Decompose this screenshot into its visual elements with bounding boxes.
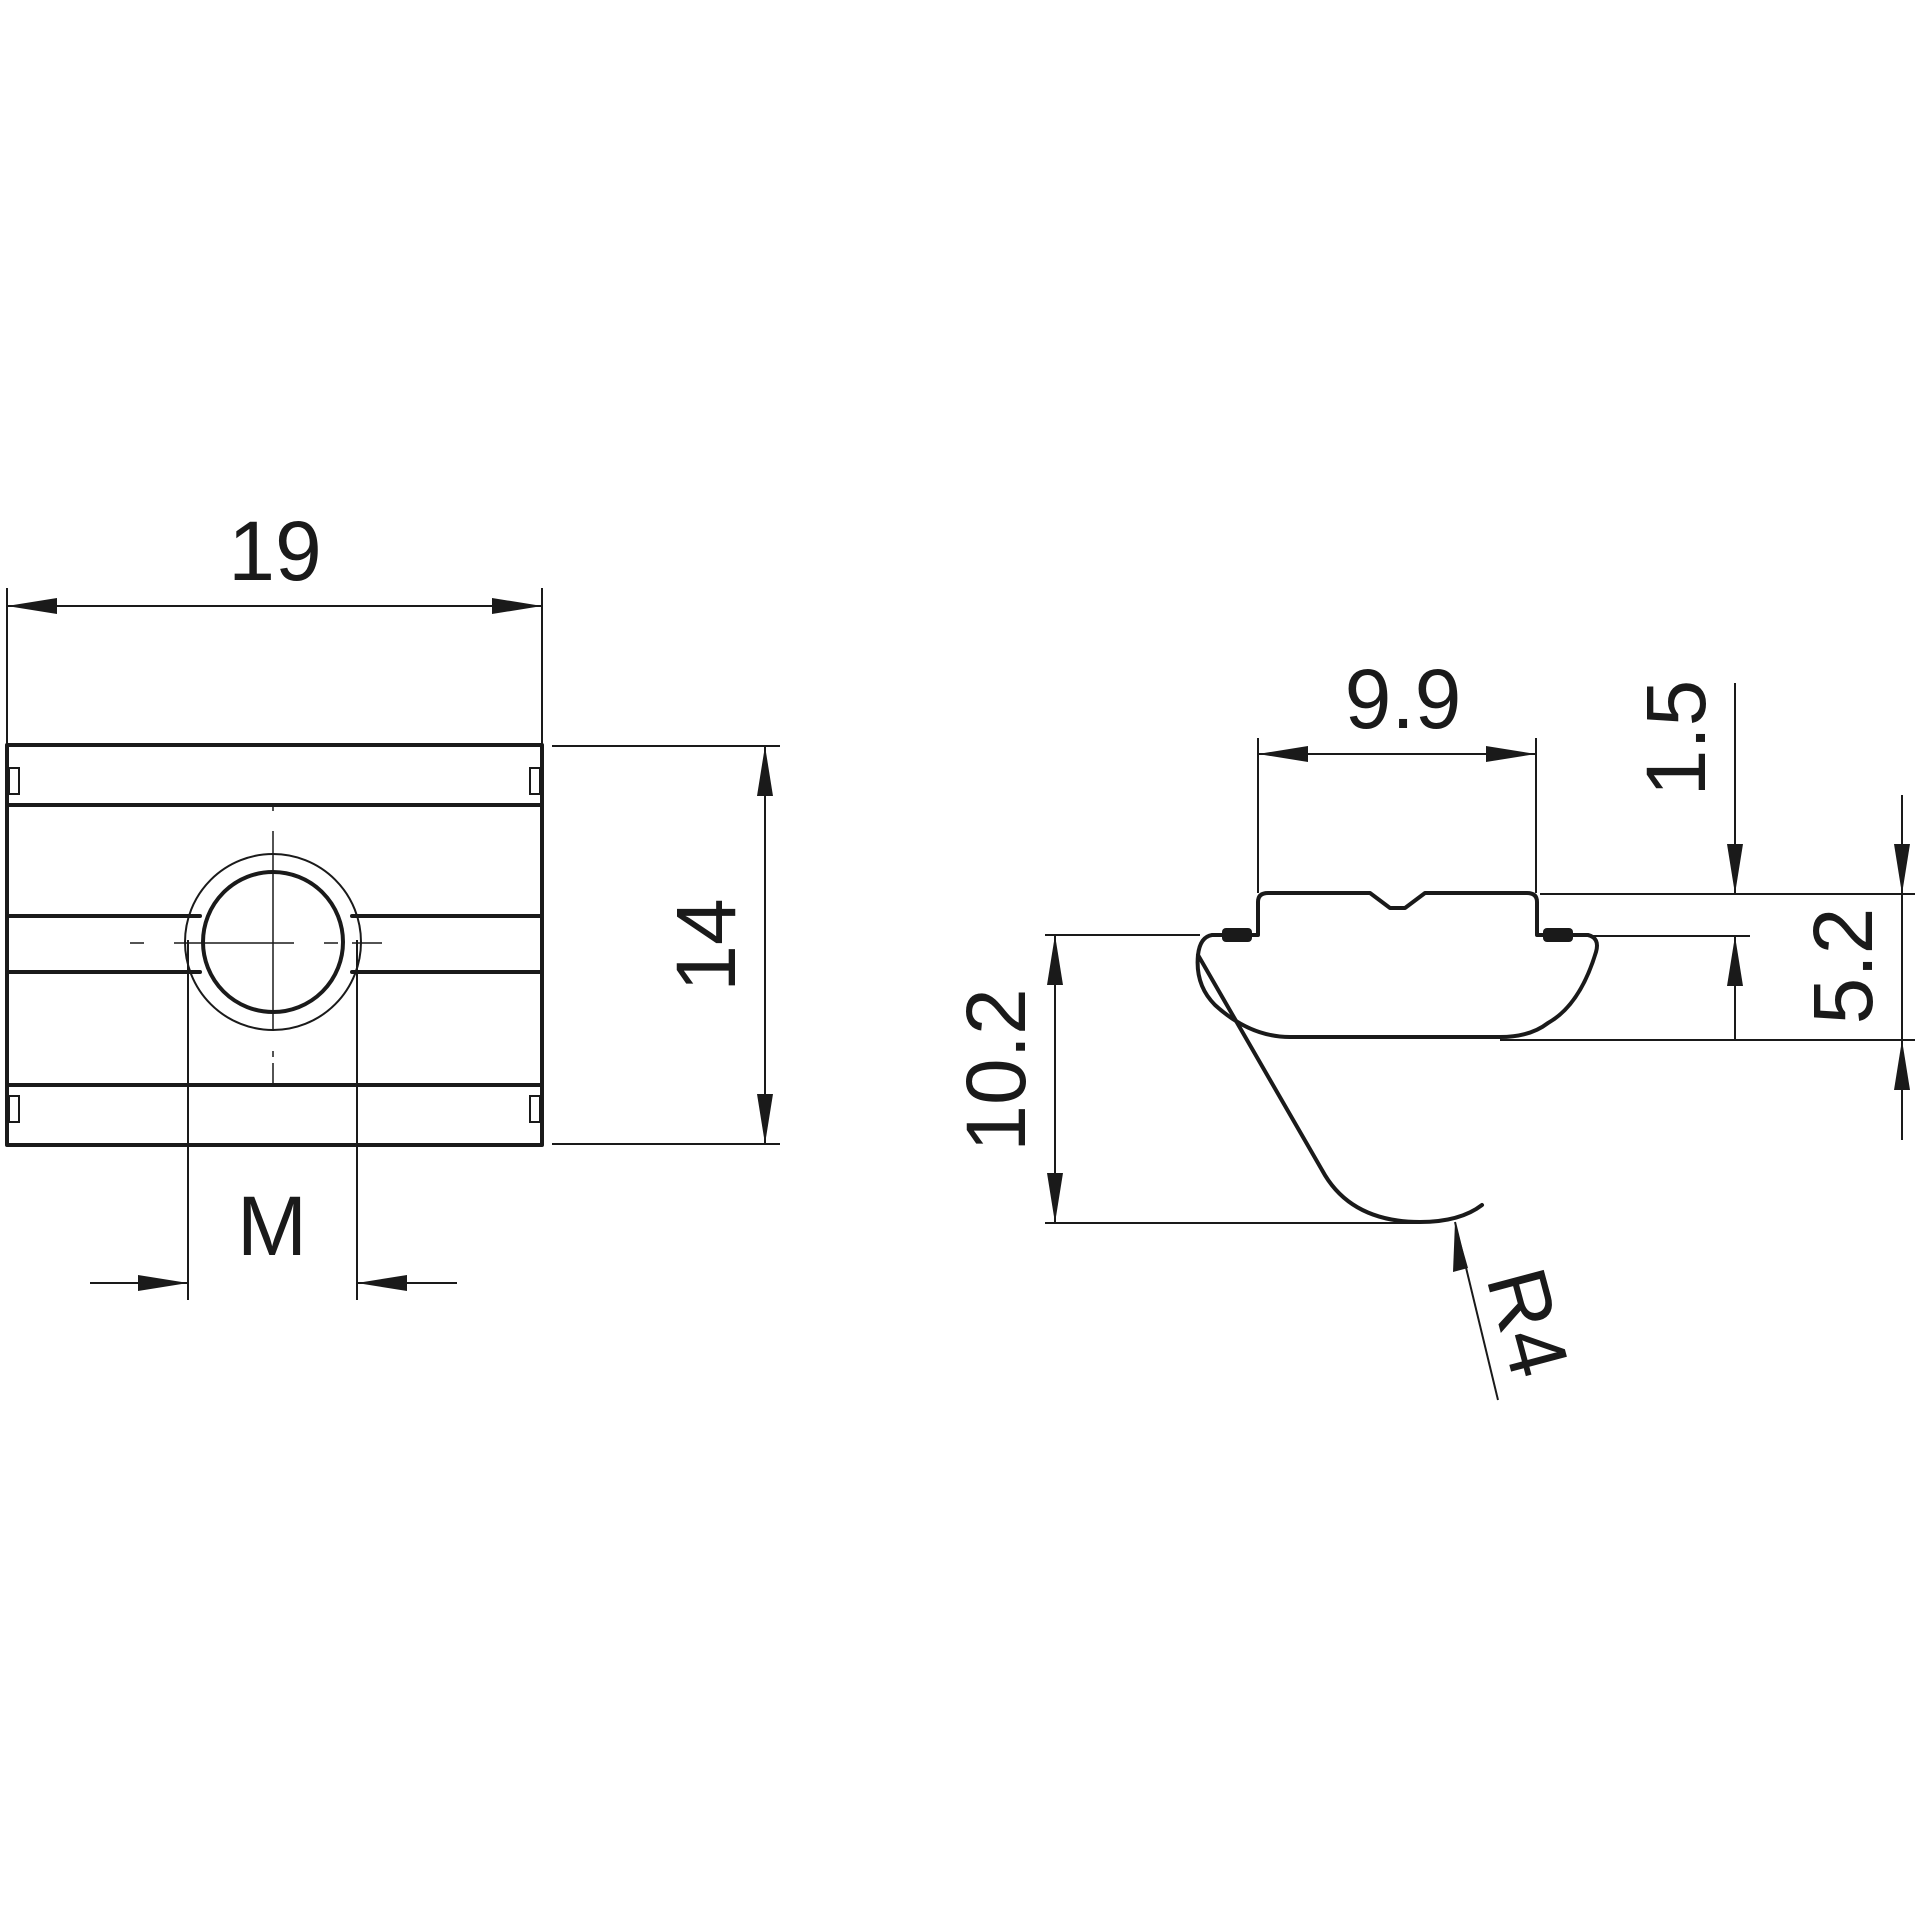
corner-tab <box>8 767 20 795</box>
arrowhead <box>138 1275 188 1291</box>
corner-tab <box>529 767 541 795</box>
front-view-outline <box>5 743 544 1147</box>
height-dimension-label: 14 <box>659 898 753 991</box>
arrowhead <box>1047 935 1063 985</box>
front-view: 19 14 M <box>5 504 780 1300</box>
arrowhead <box>1047 1173 1063 1223</box>
corner-tab <box>8 1095 20 1123</box>
arrowhead <box>1486 746 1536 762</box>
overall-height-dimension-label: 10.2 <box>949 988 1043 1152</box>
arrowhead <box>757 746 773 796</box>
side-view: 9.9 1.5 5.2 10.2 R4 <box>949 652 1915 1401</box>
arrowhead <box>1894 844 1910 894</box>
arrowhead <box>1258 746 1308 762</box>
arrowhead <box>1727 844 1743 894</box>
top-offset-dimension-label: 1.5 <box>1629 680 1723 797</box>
arrowhead <box>1894 1040 1910 1090</box>
radius-dimension-label: R4 <box>1469 1258 1588 1386</box>
arrowhead <box>492 598 542 614</box>
arrowhead <box>357 1275 407 1291</box>
body-height-dimension-label: 5.2 <box>1796 908 1890 1025</box>
arrowhead <box>757 1094 773 1144</box>
corner-tab <box>529 1095 541 1123</box>
arrowhead <box>1727 936 1743 986</box>
width-dimension-label: 19 <box>228 504 321 598</box>
spring-leaf <box>1196 953 1484 1224</box>
top-width-dimension-label: 9.9 <box>1345 652 1462 746</box>
retaining-tab-right <box>1543 928 1573 942</box>
arrowhead <box>7 598 57 614</box>
side-view-profile <box>1195 891 1599 1039</box>
thread-dimension-label: M <box>237 1179 307 1273</box>
retaining-tab-left <box>1222 928 1252 942</box>
arrowhead <box>1453 1222 1468 1272</box>
